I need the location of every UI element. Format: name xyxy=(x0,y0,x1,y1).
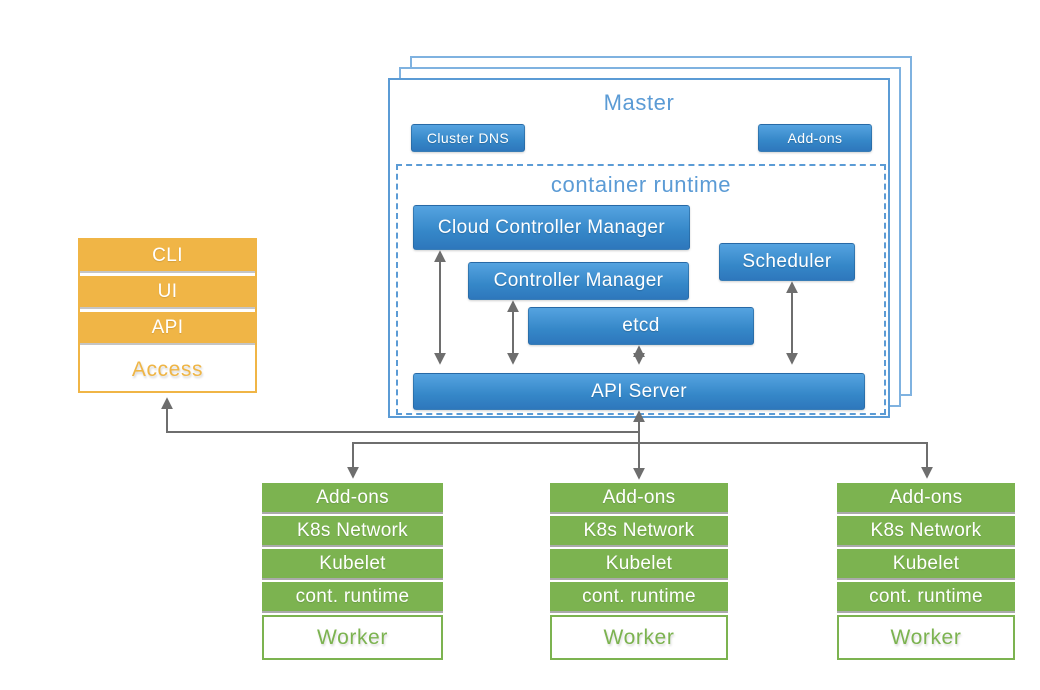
etcd-box: etcd xyxy=(528,307,754,345)
worker2-kubelet-label: Kubelet xyxy=(605,552,673,574)
worker1-label: Worker xyxy=(262,615,443,660)
worker1-addons: Add-ons xyxy=(262,483,443,512)
worker2-addons: Add-ons xyxy=(550,483,728,512)
worker3-addons: Add-ons xyxy=(837,483,1015,512)
controller-manager-box: Controller Manager xyxy=(468,262,689,300)
cluster-dns-label: Cluster DNS xyxy=(426,130,510,146)
master-title: Master xyxy=(603,90,675,115)
access-item-cli: CLI xyxy=(80,240,255,271)
worker2-label: Worker xyxy=(550,615,728,660)
worker1-addons-label: Add-ons xyxy=(316,486,389,508)
worker3-k8s-network: K8s Network xyxy=(837,516,1015,545)
worker1-cont-runtime-label: cont. runtime xyxy=(295,585,410,607)
access-label-text: Access xyxy=(131,357,204,381)
access-item-cli-label: CLI xyxy=(152,244,183,266)
access-item-ui-label: UI xyxy=(157,280,178,302)
worker3-label-text: Worker xyxy=(890,625,962,649)
master-addons-box: Add-ons xyxy=(758,124,872,152)
worker3-cont-runtime: cont. runtime xyxy=(837,582,1015,611)
worker2-cont-runtime: cont. runtime xyxy=(550,582,728,611)
worker2-k8s-network-label: K8s Network xyxy=(583,519,695,541)
worker-stack-2: Add-ons K8s Network Kubelet cont. runtim… xyxy=(550,483,728,660)
arrow-apiserver-worker3-icon xyxy=(639,442,933,479)
access-item-api: API xyxy=(80,312,255,343)
worker1-k8s-network: K8s Network xyxy=(262,516,443,545)
worker1-cont-runtime: cont. runtime xyxy=(262,582,443,611)
worker3-kubelet-label: Kubelet xyxy=(892,552,960,574)
access-label: Access xyxy=(80,348,255,391)
controller-manager-label: Controller Manager xyxy=(493,270,664,291)
scheduler-label: Scheduler xyxy=(742,251,832,272)
etcd-label: etcd xyxy=(622,315,660,336)
worker2-cont-runtime-label: cont. runtime xyxy=(582,585,696,607)
scheduler-box: Scheduler xyxy=(719,243,855,281)
worker1-kubelet-label: Kubelet xyxy=(319,552,386,574)
master-box: Master Cluster DNS Add-ons container run… xyxy=(388,78,890,418)
cluster-dns-box: Cluster DNS xyxy=(411,124,525,152)
worker3-k8s-network-label: K8s Network xyxy=(870,519,982,541)
arrow-apiserver-worker1-icon xyxy=(347,442,639,479)
worker-stack-3: Add-ons K8s Network Kubelet cont. runtim… xyxy=(837,483,1015,660)
worker3-kubelet: Kubelet xyxy=(837,549,1015,578)
cloud-controller-manager-label: Cloud Controller Manager xyxy=(437,216,666,238)
worker-stack-1: Add-ons K8s Network Kubelet cont. runtim… xyxy=(262,483,443,660)
worker2-label-text: Worker xyxy=(603,625,675,649)
access-item-api-label: API xyxy=(151,316,184,338)
master-addons-label: Add-ons xyxy=(787,130,843,146)
worker2-addons-label: Add-ons xyxy=(602,486,676,508)
api-server-box: API Server xyxy=(413,373,865,410)
cloud-controller-manager-box: Cloud Controller Manager xyxy=(413,205,690,250)
container-runtime-box: container runtime Cloud Controller Manag… xyxy=(396,164,886,415)
worker1-kubelet: Kubelet xyxy=(262,549,443,578)
access-item-ui: UI xyxy=(80,276,255,307)
worker1-k8s-network-label: K8s Network xyxy=(296,519,408,541)
worker3-addons-label: Add-ons xyxy=(889,486,963,508)
worker2-kubelet: Kubelet xyxy=(550,549,728,578)
worker3-cont-runtime-label: cont. runtime xyxy=(869,585,983,607)
worker3-label: Worker xyxy=(837,615,1015,660)
access-stack: CLI UI API Access xyxy=(78,238,257,393)
worker1-label-text: Worker xyxy=(317,625,388,649)
worker2-k8s-network: K8s Network xyxy=(550,516,728,545)
api-server-label: API Server xyxy=(591,380,687,402)
container-runtime-title: container runtime xyxy=(550,172,732,197)
